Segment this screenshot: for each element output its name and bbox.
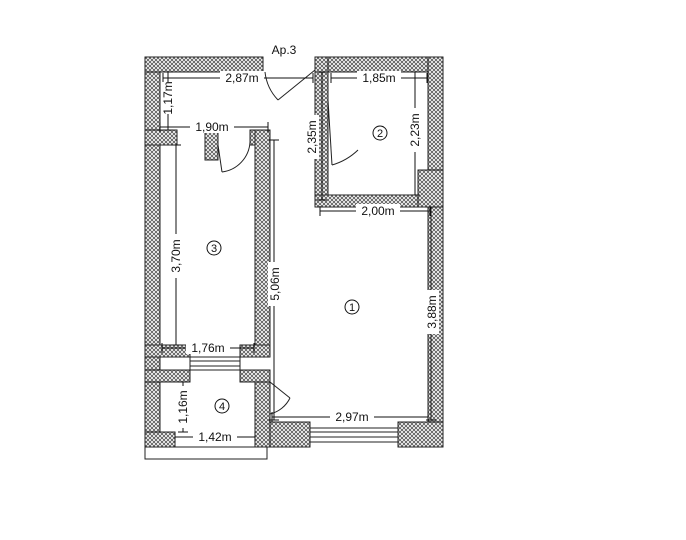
dim-corridor-width: 2,87m bbox=[225, 71, 258, 85]
room-1-number: 1 bbox=[349, 302, 355, 314]
room-numbers: 1 2 3 4 bbox=[206, 125, 388, 414]
doors bbox=[217, 66, 359, 415]
balcony-step bbox=[144, 446, 268, 460]
room-2-number: 2 bbox=[377, 128, 383, 140]
room-2-marker: 2 bbox=[372, 125, 388, 141]
room3-door bbox=[217, 141, 251, 173]
window-room3 bbox=[189, 356, 241, 371]
dim-room2-width: 1,85m bbox=[362, 71, 395, 85]
wall-top-right bbox=[314, 56, 444, 73]
wall-room3-top-left bbox=[144, 129, 178, 146]
window-room1 bbox=[309, 427, 399, 443]
dim-room2-depth-left: 2,35m bbox=[305, 120, 319, 153]
dim-room3-top: 1,90m bbox=[195, 120, 228, 134]
wall-room4-right bbox=[254, 381, 271, 448]
wall-room3-top-mid bbox=[204, 129, 219, 161]
wall-room3-bottom-left bbox=[144, 344, 191, 358]
dim-room2-bottom: 2,00m bbox=[361, 204, 394, 218]
room-3-marker: 3 bbox=[206, 240, 222, 256]
room2-door bbox=[327, 99, 359, 166]
entrance-door bbox=[262, 66, 316, 101]
wall-top-left bbox=[144, 56, 264, 73]
wall-bottom-right bbox=[397, 421, 444, 448]
wall-room3-right bbox=[254, 129, 271, 356]
apartment-label: Ap.3 bbox=[272, 43, 297, 57]
dimension-labels: 2,87m 1,17m 1,85m 2,35m 2,23m 2,00m 1,90… bbox=[161, 71, 439, 444]
windows bbox=[144, 356, 399, 460]
wall-bottom-left bbox=[144, 431, 176, 448]
dim-room2-depth-right: 2,23m bbox=[408, 113, 422, 146]
wall-right bbox=[427, 56, 444, 448]
dim-room4-width: 1,42m bbox=[198, 430, 231, 444]
dim-room4-height: 1,16m bbox=[176, 390, 190, 423]
dim-room3-height: 3,70m bbox=[169, 239, 183, 272]
room-4-number: 4 bbox=[219, 401, 225, 413]
wall-room4-top-right bbox=[239, 369, 271, 383]
dim-room1-bottom: 2,97m bbox=[335, 410, 368, 424]
wall-left bbox=[144, 56, 161, 448]
room-3-number: 3 bbox=[211, 243, 217, 255]
dim-room3-bottom: 1,76m bbox=[191, 341, 224, 355]
dim-room1-left-height: 5,06m bbox=[268, 267, 282, 300]
dim-corridor-depth: 1,17m bbox=[161, 81, 175, 114]
dim-room1-right-height: 3,88m bbox=[425, 295, 439, 328]
wall-room4-top-left bbox=[144, 369, 191, 383]
wall-room3-bottom-right bbox=[239, 344, 271, 358]
wall-room2-step bbox=[417, 169, 444, 208]
room-1-marker: 1 bbox=[344, 299, 360, 315]
room4-door bbox=[269, 381, 291, 415]
room-4-marker: 4 bbox=[214, 398, 230, 414]
